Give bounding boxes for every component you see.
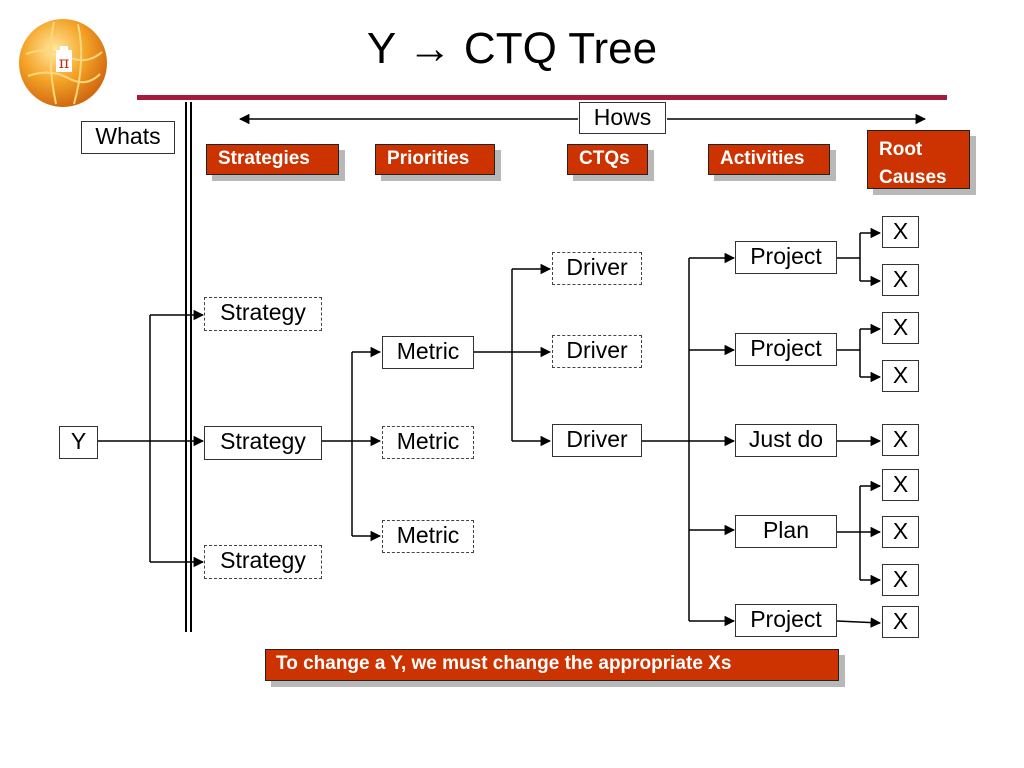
svg-text:π: π — [59, 53, 70, 72]
whats-label: Whats — [81, 121, 175, 154]
node-x-4: X — [882, 360, 919, 392]
node-x-3: X — [882, 312, 919, 344]
header-strategies: Strategies — [206, 144, 339, 175]
node-strategy-2: Strategy — [204, 426, 322, 460]
node-metric-1: Metric — [382, 336, 474, 369]
node-activity-plan: Plan — [735, 515, 837, 548]
hows-label: Hows — [579, 102, 666, 134]
header-ctqs: CTQs — [567, 144, 648, 175]
node-metric-2: Metric — [382, 426, 474, 459]
header-priorities: Priorities — [375, 144, 495, 175]
node-activity-project-1: Project — [735, 241, 837, 274]
node-driver-1: Driver — [552, 252, 642, 285]
node-x-6: X — [882, 469, 919, 501]
node-x-9: X — [882, 606, 919, 638]
node-y: Y — [59, 426, 98, 459]
node-strategy-3: Strategy — [204, 545, 322, 579]
footer-banner: To change a Y, we must change the approp… — [265, 649, 839, 681]
node-driver-3: Driver — [552, 424, 642, 457]
node-metric-3: Metric — [382, 520, 474, 553]
header-activities: Activities — [708, 144, 830, 175]
node-x-2: X — [882, 264, 919, 296]
divider-line-left — [185, 102, 187, 632]
title-divider — [137, 95, 947, 100]
node-driver-2: Driver — [552, 335, 642, 368]
header-root-causes-line1: Root — [879, 139, 923, 160]
node-activity-project-2: Project — [735, 333, 837, 366]
node-strategy-1: Strategy — [204, 297, 322, 331]
globe-logo-icon: π — [19, 19, 107, 107]
page-title: Y → CTQ Tree — [366, 24, 658, 73]
node-x-7: X — [882, 516, 919, 548]
node-x-8: X — [882, 564, 919, 596]
node-x-5: X — [882, 424, 919, 456]
header-root-causes: Root Causes — [867, 130, 970, 189]
node-activity-project-3: Project — [735, 604, 837, 637]
node-activity-just-do: Just do — [735, 424, 837, 457]
header-root-causes-line2: Causes — [879, 166, 947, 188]
divider-line-right — [190, 102, 192, 632]
node-x-1: X — [882, 216, 919, 248]
